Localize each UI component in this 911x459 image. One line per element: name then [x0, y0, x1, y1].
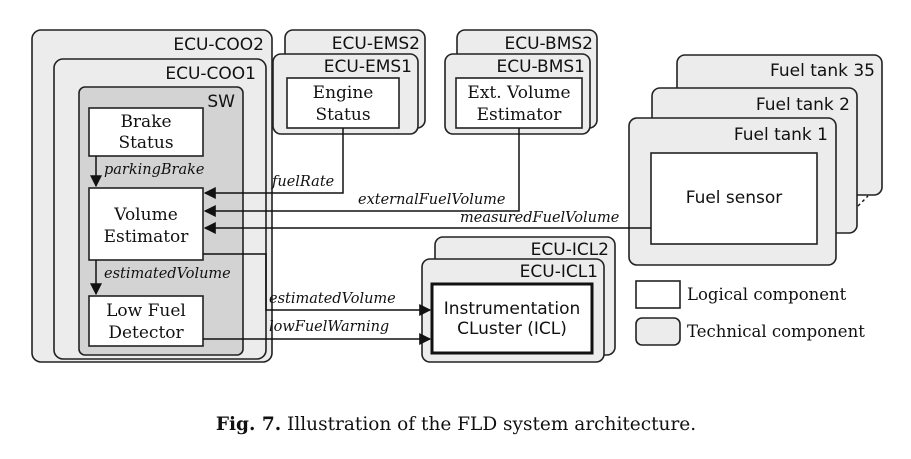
volume-estimator-line1: Volume: [113, 205, 178, 225]
ecu-icl1-label: ECU-ICL1: [520, 262, 598, 282]
caption-prefix: Fig. 7.: [216, 414, 281, 435]
sw-label: SW: [207, 92, 235, 112]
brake-status-line2: Status: [118, 133, 173, 153]
low-fuel-detector-box: [88, 295, 204, 347]
fuel-tank2-label: Fuel tank 2: [756, 95, 850, 115]
estimated-volume-out-arrow: [203, 253, 432, 316]
low-fuel-detector-line1: Low Fuel: [106, 301, 186, 321]
icl-line1: Instrumentation: [444, 299, 581, 319]
icl-box: [430, 282, 594, 355]
ext-volume-estimator-box: [455, 77, 583, 129]
volume-estimator-box: [88, 187, 204, 261]
ecu-bms1-label: ECU-BMS1: [496, 57, 585, 77]
parking-brake-label: parkingBrake: [104, 162, 205, 178]
fuel-rate-arrow: [203, 128, 344, 199]
external-fuel-volume-label: externalFuelVolume: [358, 192, 506, 208]
engine-status-line1: Engine: [313, 83, 374, 103]
legend-logical-swatch: [635, 280, 681, 309]
ecu-bms2-label: ECU-BMS2: [504, 34, 593, 54]
volume-estimator-line2: Estimator: [104, 227, 190, 247]
measured-fuel-volume-label: measuredFuelVolume: [460, 210, 619, 226]
low-fuel-detector-line2: Detector: [108, 323, 184, 343]
estimated-volume-out-label: estimatedVolume: [269, 291, 396, 307]
ecu-ems1-label: ECU-EMS1: [324, 57, 412, 77]
ecu-icl2-label: ECU-ICL2: [531, 240, 609, 260]
ecu-coo1-label: ECU-COO1: [165, 64, 256, 84]
ecu-coo2-label: ECU-COO2: [173, 35, 264, 55]
figure-caption: Fig. 7. Illustration of the FLD system a…: [216, 414, 696, 435]
ext-volume-estimator-line2: Estimator: [477, 105, 563, 125]
fuel-tank35-label: Fuel tank 35: [770, 61, 875, 81]
external-fuel-volume-arrow: [203, 128, 520, 217]
legend-technical-swatch: [635, 317, 681, 346]
low-fuel-warning-label: lowFuelWarning: [269, 319, 389, 335]
brake-status-line1: Brake: [120, 112, 171, 132]
fuel-tank1-label: Fuel tank 1: [734, 125, 828, 145]
ecu-ems2-label: ECU-EMS2: [332, 34, 420, 54]
icl-line2: CLuster (ICL): [457, 319, 567, 339]
brake-status-box: [88, 107, 204, 157]
fuel-sensor-box: [650, 152, 818, 245]
engine-status-box: [286, 77, 400, 129]
caption-text: Illustration of the FLD system architect…: [287, 414, 696, 435]
fuel-rate-label: fuelRate: [271, 174, 334, 190]
estimated-volume-internal-label: estimatedVolume: [104, 266, 231, 282]
fuel-sensor-label: Fuel sensor: [686, 188, 783, 208]
engine-status-line2: Status: [315, 105, 370, 125]
legend-logical-label: Logical component: [687, 285, 847, 304]
legend-technical-label: Technical component: [687, 322, 865, 341]
fuel-tank-stack-dots: [857, 195, 869, 207]
ext-volume-estimator-line1: Ext. Volume: [467, 83, 570, 103]
